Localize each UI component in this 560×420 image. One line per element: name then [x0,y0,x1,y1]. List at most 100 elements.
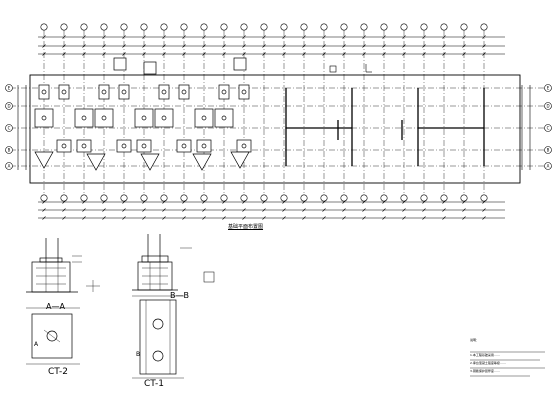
dimension-tick [82,216,86,220]
axis-bubble [260,194,268,202]
axis-bubble [280,194,288,202]
pile [161,89,167,95]
ct1-label: CT-1 [144,379,164,389]
dimension-tick [102,52,106,56]
dimension-tick [402,44,406,48]
ct1-plan [132,295,184,379]
dimension-tick [262,200,266,204]
axis-letter-right-b: B [547,148,550,153]
dimension-tick [102,208,106,212]
dimension-tick [162,216,166,220]
dimension-tick [142,44,146,48]
axis-bubble [360,194,368,202]
dimension-tick [382,52,386,56]
plan-title: 基础平面布置图 [228,224,264,230]
dimension-tick [62,208,66,212]
dimension-tick [62,216,66,220]
dimension-tick [122,35,126,39]
dimension-tick [202,52,206,56]
dimension-tick [322,208,326,212]
dimension-tick [322,216,326,220]
triangular-cap [140,153,160,171]
axis-bubble [420,194,428,202]
dimension-tick [122,208,126,212]
dimension-tick [322,44,326,48]
dimension-tick [182,208,186,212]
dimension-tick [442,216,446,220]
pile [161,115,167,121]
pile [201,115,207,121]
dimension-tick [222,200,226,204]
axis-letter-left-e: E [8,86,11,91]
dimension-tick [102,35,106,39]
axis-bubble [180,23,188,31]
dimension-tick [422,44,426,48]
axis-bubble [140,194,148,202]
axis-bubble [200,194,208,202]
triangular-cap [192,153,212,171]
axis-bubble [80,23,88,31]
triangular-cap [230,151,250,169]
dimension-tick [482,35,486,39]
dimension-tick [122,52,126,56]
axis-bubble [480,194,488,202]
ct1-section [132,234,215,291]
dimension-tick [242,208,246,212]
dimension-tick [142,200,146,204]
axis-bubble [280,23,288,31]
pile [241,89,247,95]
notes-title: 说明： [470,338,480,342]
axis-bubble [100,23,108,31]
dimension-tick [242,52,246,56]
dimension-tick [222,35,226,39]
dimension-tick [242,44,246,48]
dimension-tick [342,44,346,48]
dimension-tick [142,208,146,212]
dimension-tick [422,52,426,56]
axis-letter-left-d: D [7,104,10,109]
notes-line-2: 2.承台混凝土强度等级…… [470,361,506,365]
dimension-tick [362,35,366,39]
pile [141,115,147,121]
pile [81,143,87,149]
building-outline [29,74,521,184]
dimension-tick [202,216,206,220]
pile [141,143,147,149]
dimension-tick [142,35,146,39]
dimension-tick [462,216,466,220]
dimension-tick [162,44,166,48]
dimension-tick [302,208,306,212]
dimension-tick [422,35,426,39]
pile [41,115,47,121]
dimension-tick [82,200,86,204]
dimension-tick [162,52,166,56]
axis-bubble [200,23,208,31]
dimension-tick [42,44,46,48]
axis-bubble [180,194,188,202]
pile [121,89,127,95]
dimension-tick [322,35,326,39]
dimension-tick [342,200,346,204]
dimension-tick [302,44,306,48]
dimension-tick [162,208,166,212]
dimension-tick [282,216,286,220]
dimension-tick [302,52,306,56]
dimension-tick [102,200,106,204]
axis-bubble [260,23,268,31]
dimension-tick [162,200,166,204]
dimension-tick [62,200,66,204]
dimension-tick [322,52,326,56]
dimension-tick [122,200,126,204]
axis-bubble [340,23,348,31]
dimension-tick [222,52,226,56]
axis-bubble [320,194,328,202]
pile [101,115,107,121]
pile [201,143,207,149]
dimension-tick [442,200,446,204]
pile [81,115,87,121]
dimension-tick [462,52,466,56]
dimension-tick [462,208,466,212]
axis-letter-left-c: C [8,126,11,131]
dimension-tick [282,200,286,204]
dimension-tick [482,52,486,56]
